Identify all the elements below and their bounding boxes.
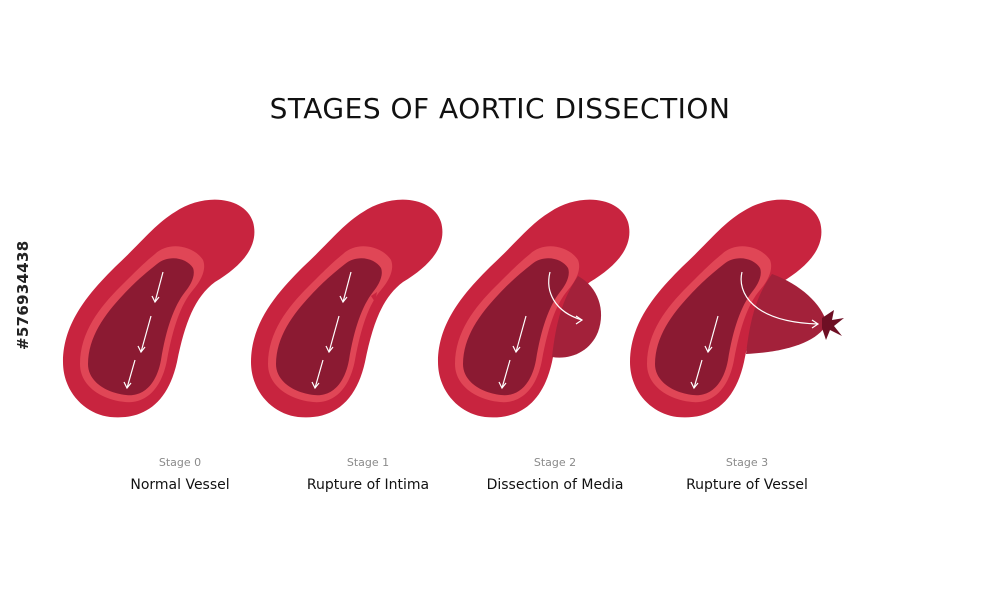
- vessel-lumen: [88, 258, 194, 396]
- blood-flow-arrows: [498, 271, 584, 390]
- blood-flow-arrows: [123, 271, 164, 390]
- rupture-of-vessel-illustration: [630, 199, 844, 418]
- stage-label: Normal Vessel: [130, 477, 230, 493]
- stage-2: Stage 2 Dissection of Media: [430, 192, 680, 512]
- page-title: STAGES OF AORTIC DISSECTION: [269, 92, 731, 125]
- stage-number: Stage 2: [533, 456, 577, 469]
- stage-1: Stage 1 Rupture of Intima: [243, 192, 493, 512]
- stage-label: Dissection of Media: [486, 477, 624, 493]
- stage-number: Stage 3: [725, 456, 769, 469]
- dissection-of-media-illustration: [438, 199, 630, 418]
- stage-0: Stage 0 Normal Vessel: [55, 192, 305, 512]
- stage-label: Rupture of Intima: [306, 477, 430, 493]
- rupture-splatter: [822, 310, 844, 340]
- normal-vessel-illustration: [63, 199, 255, 418]
- stock-id-label: #576934438: [14, 240, 32, 350]
- vessel-lumen: [655, 258, 761, 396]
- stage-label: Rupture of Vessel: [686, 477, 808, 493]
- rupture-of-intima-illustration: [251, 199, 443, 418]
- stage-3: Stage 3 Rupture of Vessel: [622, 192, 872, 512]
- blood-flow-arrows: [311, 271, 352, 390]
- stage-number: Stage 1: [346, 456, 390, 469]
- vessel-lumen: [463, 258, 569, 396]
- stage-number: Stage 0: [158, 456, 202, 469]
- vessel-lumen: [276, 258, 382, 396]
- false-lumen-bulge: [746, 274, 827, 354]
- blood-flow-arrows: [690, 271, 820, 390]
- intima-tear: [371, 292, 377, 302]
